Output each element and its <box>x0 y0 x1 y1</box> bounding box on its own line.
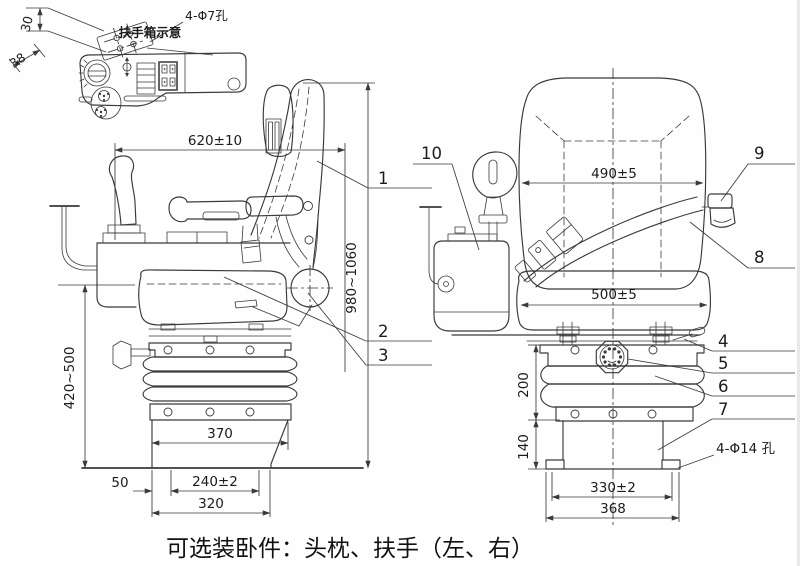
dim-pedestal-height: 140 <box>516 434 532 460</box>
armrest-box-title: 扶手箱示意 <box>119 25 182 40</box>
callout-3: 3 <box>307 292 432 366</box>
dim-mount-spacing-240: 240±2 <box>192 474 238 490</box>
dim-base-bottom-320: 320 <box>198 496 224 512</box>
joystick-side <box>102 155 146 244</box>
callout-1: 1 <box>316 160 432 189</box>
pedestal-front <box>545 420 681 470</box>
armrest-box-hole <box>227 77 241 91</box>
dim-plate-38: 38 <box>7 50 29 71</box>
dim-base-width-370: 370 <box>207 426 233 442</box>
switch-ladder-panel <box>136 62 156 95</box>
armrest-box-detail: 扶手箱示意 <box>78 25 247 120</box>
dim-offset-50: 50 <box>111 475 128 491</box>
callout-4: 4 <box>683 332 795 352</box>
dim-cushion-height: 420~500 <box>62 347 78 410</box>
armrest-oval-controls <box>90 86 122 120</box>
svg-text:4: 4 <box>718 332 729 351</box>
armrest-side <box>168 196 252 223</box>
callout-7: 7 <box>657 400 795 451</box>
dim-mount-spacing-330: 330±2 <box>590 480 636 496</box>
callout-5: 5 <box>627 354 795 374</box>
svg-text:2: 2 <box>378 322 389 341</box>
dim-overall-height: 980~1060 <box>344 242 360 313</box>
dim-backrest-width: 490±5 <box>591 166 637 182</box>
headrest-side <box>262 84 294 158</box>
svg-text:10: 10 <box>421 144 442 163</box>
suspension-side <box>112 323 298 421</box>
drawing-caption: 可选装卧件：头枕、扶手（左、右） <box>166 536 534 562</box>
svg-text:3: 3 <box>378 346 389 365</box>
svg-text:1: 1 <box>378 169 389 188</box>
backrest-adjust-knob <box>701 193 736 228</box>
suspension-front <box>539 340 705 422</box>
dim-plate-30: 30 <box>17 14 35 33</box>
backrest-front <box>518 77 707 290</box>
armrest-bracket-plate <box>245 195 304 217</box>
svg-text:7: 7 <box>718 400 729 419</box>
backrest-side <box>250 79 325 269</box>
svg-text:9: 9 <box>754 144 765 163</box>
svg-text:4-Φ14 孔: 4-Φ14 孔 <box>716 441 776 457</box>
joystick-front <box>472 151 518 242</box>
scan-edge <box>797 0 800 566</box>
cushion-front <box>516 270 711 331</box>
dim-cushion-width: 500±5 <box>591 287 637 303</box>
armrest-knob <box>78 59 111 88</box>
callout-10: 10 <box>413 144 480 251</box>
cushion-side <box>138 269 313 327</box>
control-console-front <box>419 151 518 332</box>
callout-9: 9 <box>720 144 795 202</box>
height-adjust-rod <box>130 348 151 357</box>
recline-mechanism <box>275 201 333 311</box>
updown-switch-icon <box>122 57 132 77</box>
callout-2: 2 <box>223 276 432 342</box>
left-support-bracket <box>49 205 98 271</box>
svg-text:5: 5 <box>718 354 729 373</box>
armrest-mount-plate-detail: 30 38 4-Φ7孔 <box>7 7 228 73</box>
svg-text:8: 8 <box>754 248 765 267</box>
dim-base-width-368: 368 <box>600 501 626 517</box>
weight-adjust-dial <box>595 340 629 374</box>
dim-suspension-height: 200 <box>516 372 532 398</box>
slide-lever <box>672 333 693 341</box>
seatbelt-side <box>240 223 262 264</box>
plate-holes-label: 4-Φ7孔 <box>185 8 228 23</box>
dim-overall-depth: 620±10 <box>188 133 242 149</box>
height-adjust-knob <box>112 340 132 370</box>
callout-6: 6 <box>654 375 795 397</box>
svg-text:6: 6 <box>718 377 729 396</box>
button-panel <box>158 61 178 91</box>
seatbelt-front <box>514 196 704 288</box>
seat-side-view: 620±10 980~1060 420~500 <box>49 79 432 517</box>
base-holes-label: 4-Φ14 孔 <box>677 441 776 469</box>
seat-front-view: 490±5 <box>413 68 795 528</box>
mounting-rails-front <box>451 321 706 346</box>
callout-8: 8 <box>689 221 795 269</box>
